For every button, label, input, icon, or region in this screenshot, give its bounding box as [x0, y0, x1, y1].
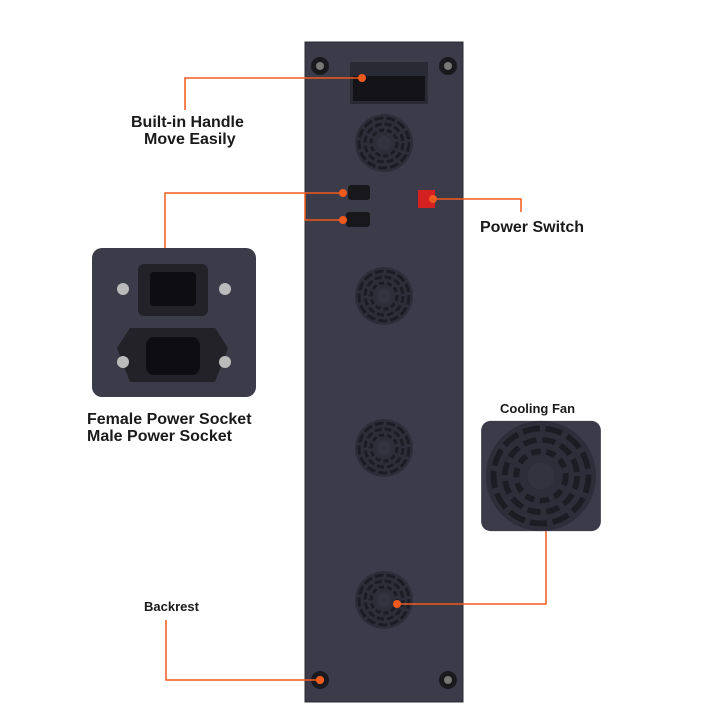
- male-socket: [348, 185, 370, 200]
- handle-label-line1: Built-in Handle: [131, 114, 244, 131]
- power-switch: [418, 190, 435, 208]
- fan-icon: [353, 112, 415, 174]
- handle-label: Built-in Handle Move Easily: [131, 114, 244, 148]
- handle-label-line2: Move Easily: [144, 131, 236, 148]
- backrest-label: Backrest: [144, 599, 199, 614]
- fan-icon: [486, 421, 596, 531]
- female-socket: [346, 212, 370, 227]
- foot-screw: [439, 671, 457, 689]
- handle-slot: [350, 62, 428, 104]
- cooling-fan-label: Cooling Fan: [500, 401, 576, 416]
- cooling-fan-inset: [481, 421, 601, 531]
- male-socket-label: Male Power Socket: [87, 428, 232, 445]
- foot-screw: [439, 57, 457, 75]
- socket-inset: [92, 248, 256, 397]
- foot-screw: [311, 57, 329, 75]
- callout-dots: [316, 74, 437, 684]
- power-switch-label: Power Switch: [480, 219, 585, 236]
- female-socket-label: Female Power Socket: [87, 411, 252, 428]
- callout-lines: [164, 77, 547, 681]
- socket-label: Female Power Socket Male Power Socket: [87, 411, 252, 445]
- fan-icon: [353, 265, 415, 327]
- fan-icon: [353, 569, 415, 631]
- fan-icon: [353, 417, 415, 479]
